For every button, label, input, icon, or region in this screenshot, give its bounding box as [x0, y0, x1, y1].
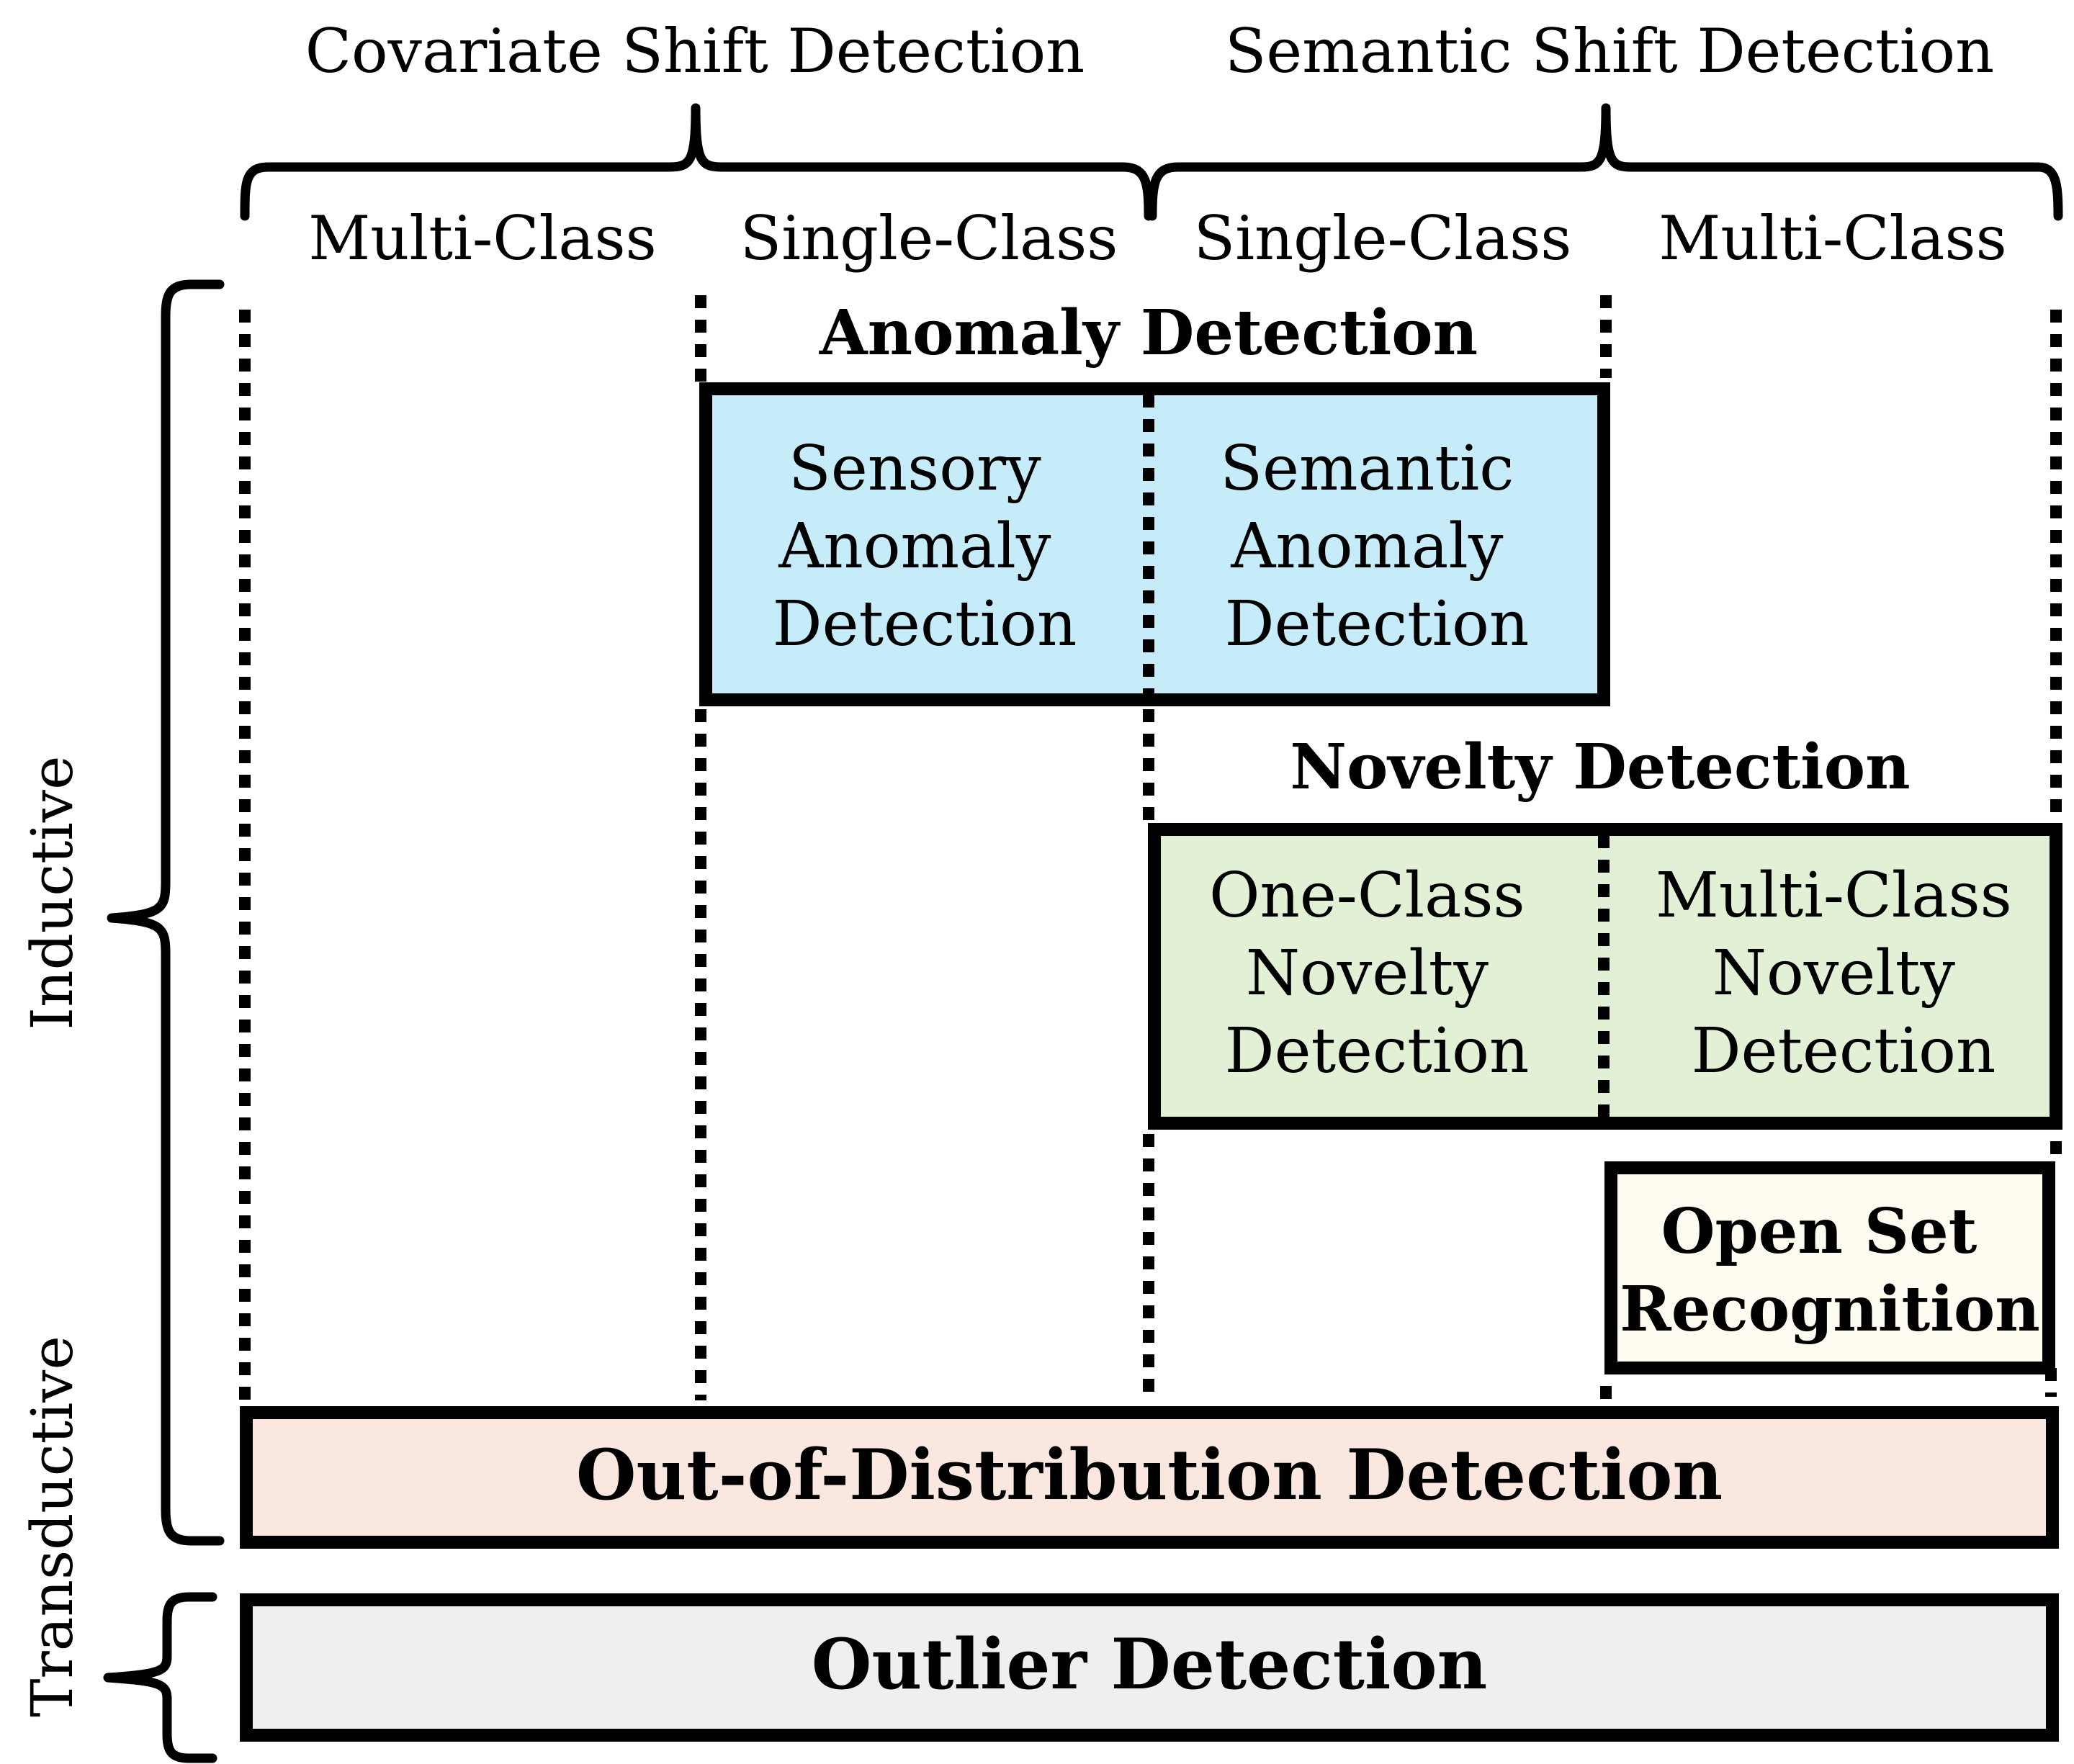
column-label-single-class-semantic: Single-Class: [1194, 203, 1572, 274]
open-set-recognition-label: Open Set Recognition: [1620, 1195, 2040, 1346]
multi-class-novelty-line-3: Detection: [1692, 1015, 1996, 1087]
sensory-anomaly-detection-label: Sensory Anomaly Detection: [773, 433, 1077, 660]
anomaly-detection-box: [699, 382, 1610, 706]
outlier-detection-label: Outlier Detection: [812, 1624, 1488, 1705]
inductive-label: Inductive: [19, 756, 86, 1030]
novelty-detection-box: [1148, 823, 2062, 1130]
sensory-anomaly-line-2: Anomaly: [778, 510, 1051, 582]
open-set-recognition-box: [1604, 1161, 2055, 1374]
open-set-line-1: Open Set: [1661, 1195, 1978, 1268]
anomaly-detection-title: Anomaly Detection: [819, 297, 1478, 369]
sensory-anomaly-line-1: Sensory: [789, 433, 1041, 505]
semantic-shift-header: Semantic Shift Detection: [1225, 16, 1994, 86]
column-label-multi-class-semantic: Multi-Class: [1658, 203, 2006, 274]
semantic-brace: [1147, 103, 2063, 221]
inductive-brace: [107, 279, 225, 1546]
covariate-shift-header: Covariate Shift Detection: [305, 16, 1085, 86]
outlier-detection-box: [240, 1593, 2059, 1742]
semantic-anomaly-line-3: Detection: [1225, 588, 1530, 660]
transductive-label: Transductive: [19, 1336, 86, 1717]
ood-detection-box: [240, 1406, 2059, 1549]
column-label-multi-class-covariate: Multi-Class: [308, 203, 656, 274]
semantic-anomaly-line-1: Semantic: [1220, 433, 1514, 505]
column-label-single-class-covariate: Single-Class: [740, 203, 1118, 274]
covariate-brace: [240, 103, 1154, 221]
one-class-novelty-line-2: Novelty: [1246, 937, 1489, 1009]
multi-class-novelty-line-2: Novelty: [1712, 937, 1956, 1009]
novelty-detection-title: Novelty Detection: [1290, 731, 1910, 804]
open-set-line-2: Recognition: [1620, 1273, 2040, 1346]
multi-class-novelty-detection-label: Multi-Class Novelty Detection: [1656, 860, 2032, 1087]
multi-class-novelty-line-1: Multi-Class: [1656, 860, 2012, 932]
one-class-novelty-line-3: Detection: [1225, 1015, 1530, 1087]
sensory-anomaly-line-3: Detection: [773, 588, 1077, 660]
transductive-brace: [103, 1592, 217, 1763]
ood-detection-label: Out-of-Distribution Detection: [576, 1434, 1723, 1516]
semantic-anomaly-detection-label: Semantic Anomaly Detection: [1220, 433, 1534, 660]
one-class-novelty-line-1: One-Class: [1209, 860, 1525, 932]
one-class-novelty-detection-label: One-Class Novelty Detection: [1209, 860, 1545, 1087]
semantic-anomaly-line-2: Anomaly: [1230, 510, 1504, 582]
